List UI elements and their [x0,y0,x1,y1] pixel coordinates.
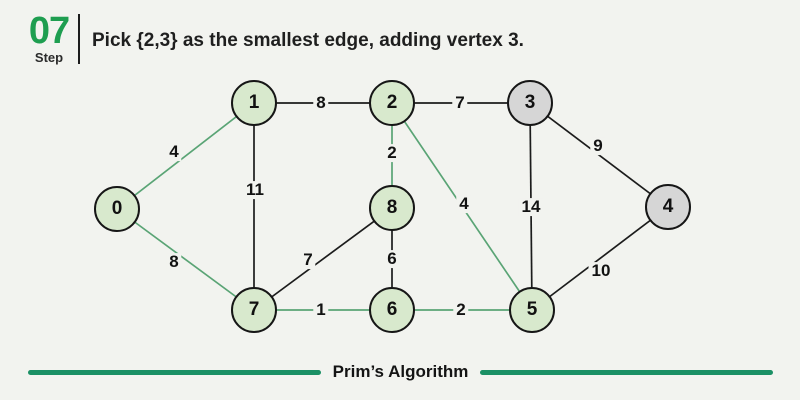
graph-node-5: 5 [509,287,555,333]
edge-weight-3-4: 9 [590,137,606,155]
edge-weight-0-7: 8 [166,253,182,271]
step-box: 07 Step [24,12,74,65]
step-number: 07 [28,10,70,52]
edge-weight-2-3: 7 [452,94,468,112]
edge-3-4 [529,102,669,208]
graph-node-6: 6 [369,287,415,333]
step-description: Pick {2,3} as the smallest edge, adding … [92,30,524,51]
step-label: Step [34,50,64,65]
graph-node-1: 1 [231,80,277,126]
graph-node-2: 2 [369,80,415,126]
edge-0-1 [116,102,255,210]
step-divider [78,14,80,64]
graph-node-3: 3 [507,80,553,126]
edge-weight-1-7: 11 [243,181,267,199]
edge-weight-3-5: 14 [518,198,544,216]
edge-4-5 [531,206,669,311]
edge-weight-7-6: 1 [313,301,329,319]
edge-weight-0-1: 4 [166,143,182,161]
edge-weight-2-8: 2 [384,144,400,162]
footer-left-bar [28,369,321,375]
graph-node-4: 4 [645,184,691,230]
footer: Prim’s Algorithm [28,362,774,382]
edge-weight-6-5: 2 [453,301,469,319]
algorithm-title: Prim’s Algorithm [332,362,469,381]
edge-weight-8-6: 6 [384,250,400,268]
edge-7-8 [253,207,393,311]
edge-0-7 [116,208,255,311]
edge-weight-4-5: 10 [588,262,614,280]
edge-weight-1-2: 8 [313,94,329,112]
edge-weight-2-5: 4 [456,195,472,213]
graph-node-0: 0 [94,186,140,232]
footer-right-bar [480,369,774,375]
graph-node-8: 8 [369,185,415,231]
edge-weight-7-8: 7 [300,251,316,269]
graph-node-7: 7 [231,287,277,333]
